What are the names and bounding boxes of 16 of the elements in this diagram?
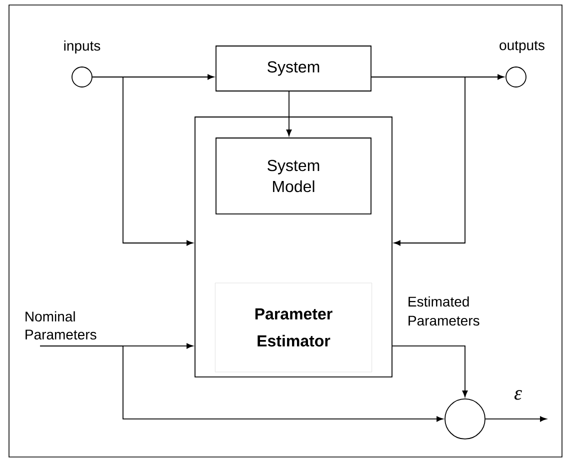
terminal-label: outputs <box>500 41 544 53</box>
system-box: System <box>216 46 372 92</box>
arrow <box>371 76 466 246</box>
system-model-box: System Model <box>216 138 372 214</box>
summing-junction <box>444 398 486 440</box>
arrow <box>40 346 444 422</box>
arrow <box>485 416 547 422</box>
input-label: Nominal Parameters <box>26 311 96 340</box>
output-terminal <box>506 66 526 88</box>
input-terminal <box>72 66 92 88</box>
arrow <box>286 91 292 136</box>
terminal-label: inputs <box>64 40 100 54</box>
edge-label: ε <box>513 389 523 401</box>
edge-label: Estimated Parameters <box>406 295 488 327</box>
arrow <box>392 346 468 398</box>
arrow <box>92 76 194 246</box>
